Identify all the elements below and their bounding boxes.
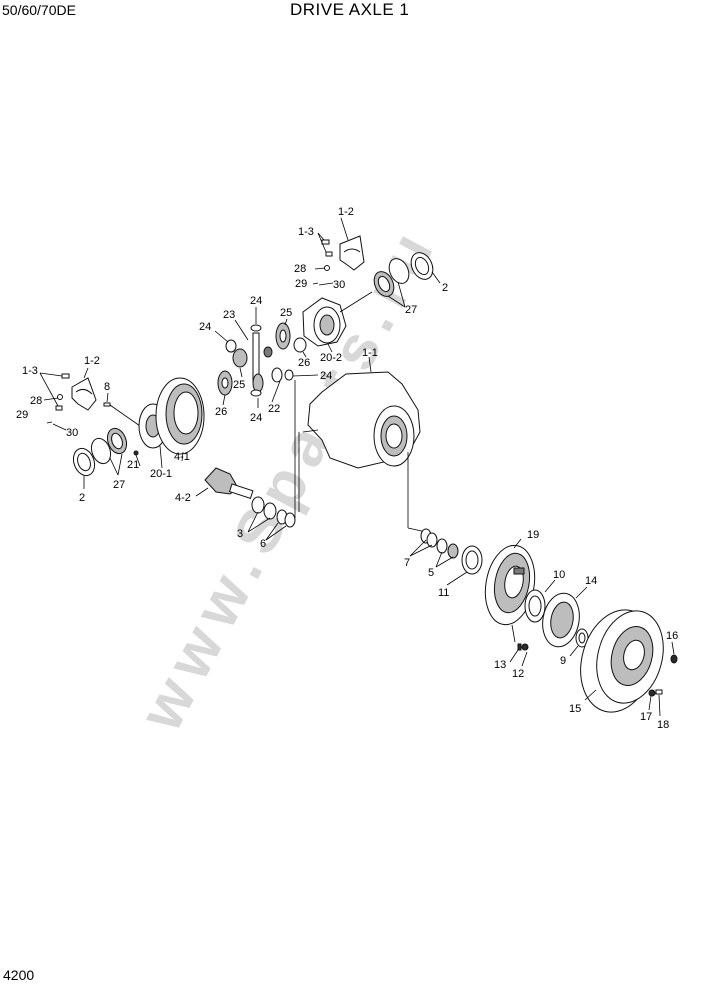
label-24: 24 [199, 321, 211, 333]
label-27: 27 [405, 304, 417, 316]
pinion-mate-25 [232, 348, 248, 368]
left-bearing-cap-group [39, 367, 141, 431]
bolt-12 [517, 643, 522, 651]
label-20-2: 20-2 [320, 352, 342, 364]
brake-backing-plate-19 [484, 538, 536, 667]
drive-pinion-group [195, 380, 300, 541]
wheel-bolt-16 [670, 654, 678, 664]
label-14: 14 [585, 575, 597, 587]
washer-28 [324, 265, 330, 271]
label-8: 8 [104, 381, 110, 393]
watermark: www.Sparts.ru [126, 213, 451, 742]
brake-shoe-group [524, 579, 589, 657]
label-23: 23 [223, 309, 235, 321]
label-10: 10 [553, 569, 565, 581]
label-1-3: 1-3 [298, 226, 314, 238]
upper-bearing-cap-group [312, 217, 441, 308]
page-title: DRIVE AXLE 1 [290, 0, 410, 19]
label-30: 30 [66, 427, 78, 439]
model-code: 50/60/70DE [2, 2, 76, 18]
washer-24 [250, 324, 262, 332]
side-gear-upper [275, 318, 307, 358]
label-1-1: 1-1 [362, 347, 378, 359]
bearing-cap-1-2 [339, 235, 365, 271]
label-21: 21 [127, 459, 139, 471]
label-12: 12 [512, 668, 524, 680]
brake-drum-15 [580, 609, 678, 717]
label-1-2: 1-2 [84, 355, 100, 367]
label-2: 2 [442, 282, 448, 294]
label-1-2: 1-2 [338, 206, 354, 218]
part-labels: 1-2 1-3 28 29 30 2 27 24 25 23 24 26 20-… [16, 206, 678, 731]
label-25: 25 [233, 379, 245, 391]
bearing-5 [436, 538, 448, 554]
washer-13 [521, 643, 529, 651]
label-28: 28 [294, 263, 306, 275]
axle-housing-1-1 [302, 356, 427, 533]
differential-case-20-2 [302, 291, 373, 353]
label-13: 13 [494, 659, 506, 671]
bearing-3 [263, 502, 277, 520]
washer-17 [648, 689, 656, 697]
label-11: 11 [438, 587, 449, 599]
label-4-2: 4-2 [175, 492, 191, 504]
label-26: 26 [215, 406, 227, 418]
label-20-1: 20-1 [150, 468, 172, 480]
label-19: 19 [527, 529, 539, 541]
label-2: 2 [79, 492, 85, 504]
label-6: 6 [260, 538, 266, 550]
label-17: 17 [640, 711, 652, 723]
label-24: 24 [250, 412, 262, 424]
label-29: 29 [16, 409, 28, 421]
spider-cross-shaft [214, 307, 319, 408]
bolt-21 [133, 450, 139, 456]
bolt-18 [655, 689, 663, 695]
label-4-1: 4-1 [174, 451, 190, 463]
svg-text:www.Sparts.ru: www.Sparts.ru [126, 213, 451, 742]
label-22: 22 [268, 403, 280, 415]
label-27: 27 [113, 479, 125, 491]
label-15: 15 [569, 703, 581, 715]
left-bearings [72, 427, 128, 489]
ring-gear-assembly [133, 377, 205, 469]
thrust-washer-26 [293, 337, 307, 353]
bolt-8 [103, 402, 111, 407]
label-16: 16 [666, 630, 678, 642]
bolt-1-3 [321, 239, 330, 245]
label-24: 24 [250, 295, 262, 307]
hub-bearings-seal [409, 528, 483, 586]
bearing-cap-1-2-left [71, 377, 97, 411]
label-3: 3 [237, 528, 243, 540]
label-9: 9 [560, 655, 566, 667]
label-7: 7 [404, 557, 410, 569]
label-1-3: 1-3 [22, 365, 38, 377]
label-5: 5 [428, 567, 434, 579]
washer-22 [271, 367, 283, 383]
label-28: 28 [30, 395, 42, 407]
label-18: 18 [657, 719, 669, 731]
label-26: 26 [298, 357, 310, 369]
shim-6 [284, 512, 296, 528]
label-24: 24 [320, 370, 332, 382]
label-30: 30 [333, 279, 345, 291]
page-number: 4200 [3, 967, 35, 983]
label-29: 29 [295, 278, 307, 290]
label-25: 25 [280, 307, 292, 319]
